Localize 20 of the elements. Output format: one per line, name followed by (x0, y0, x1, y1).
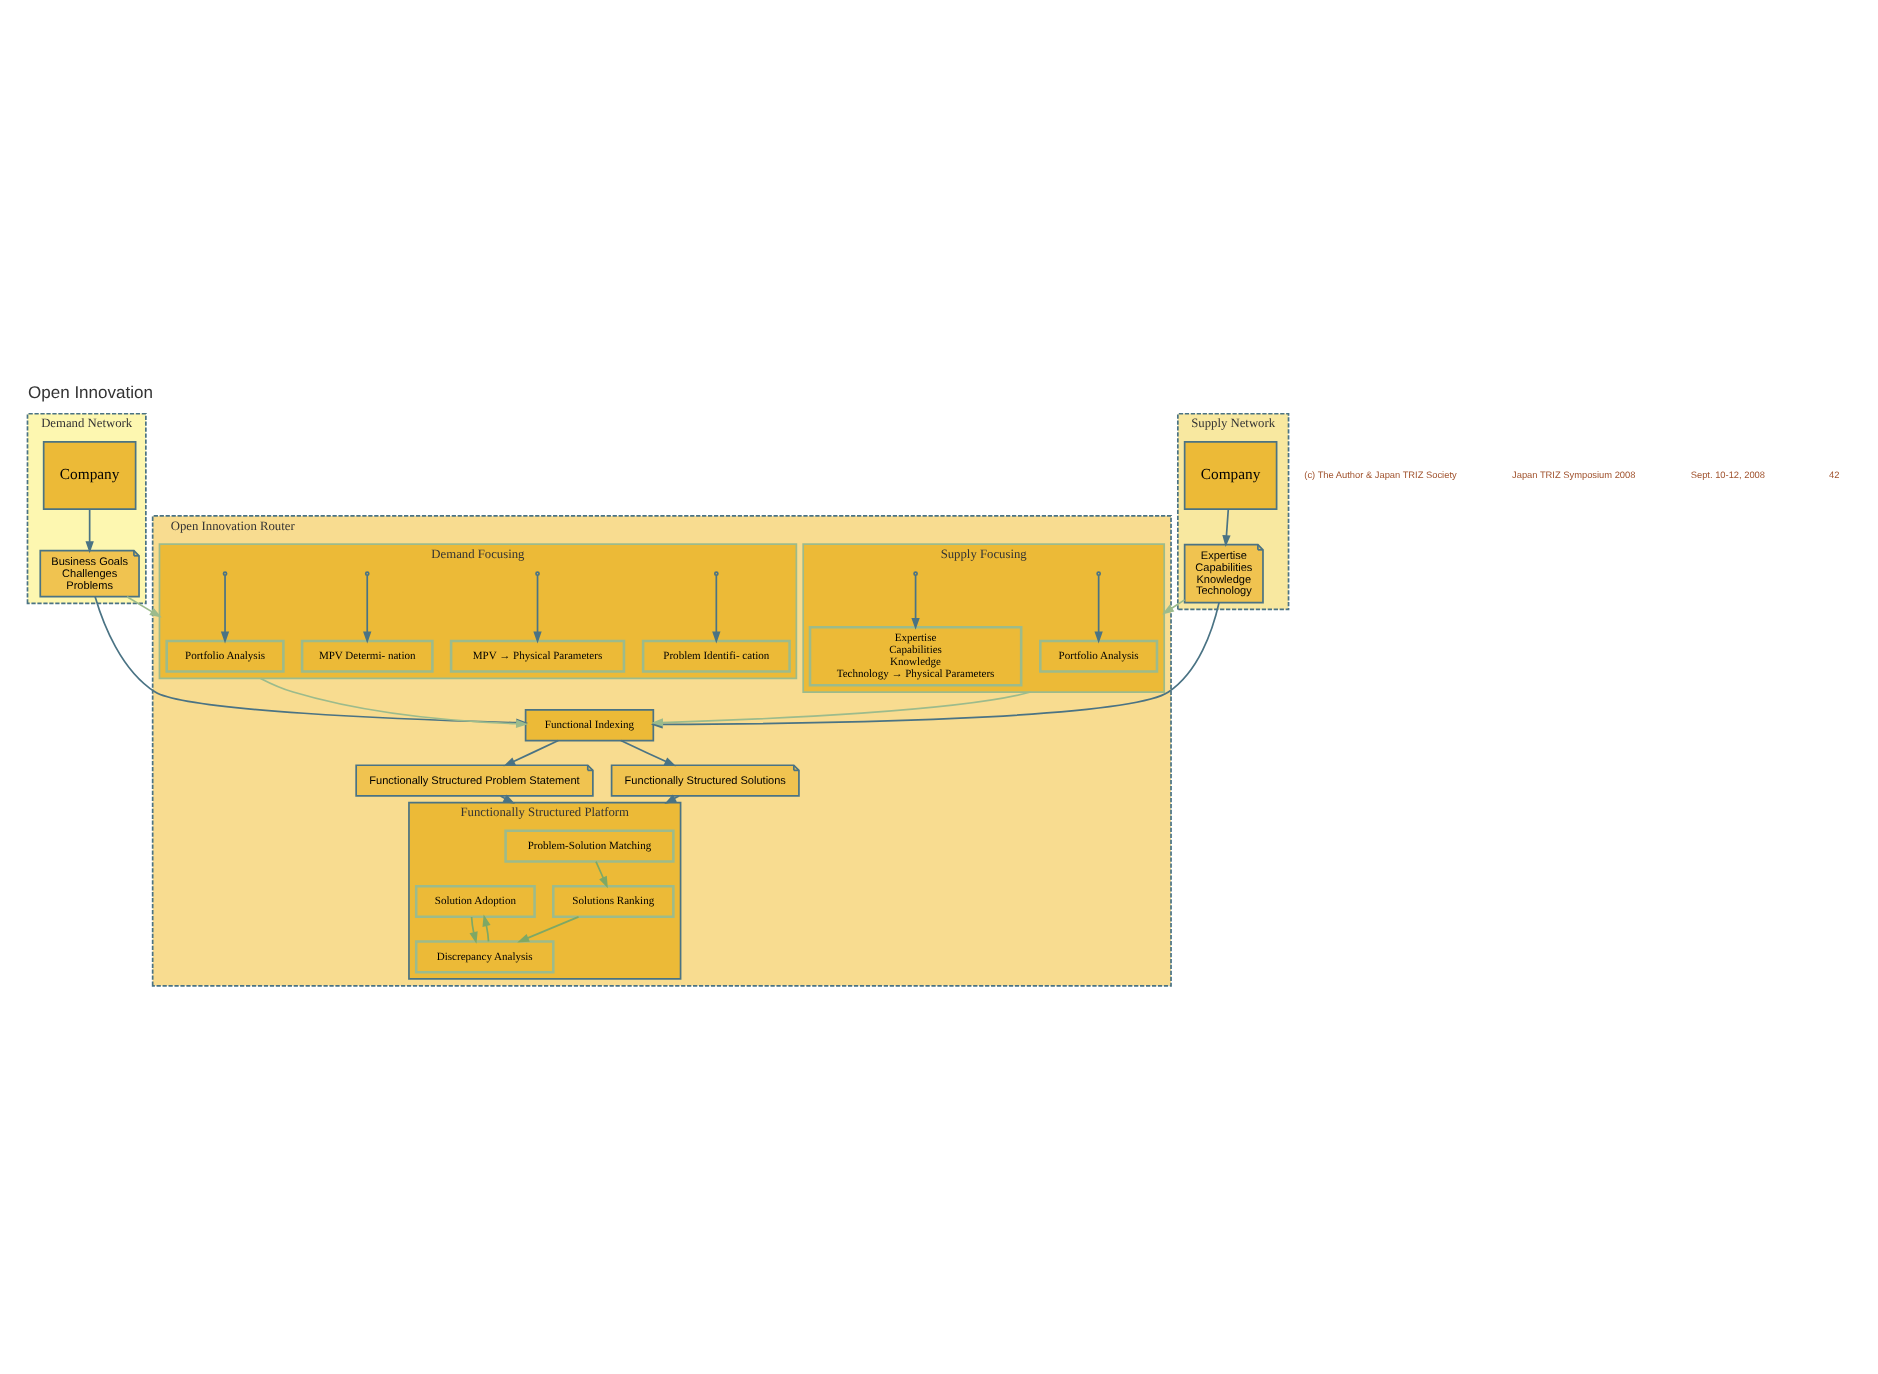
arrow (619, 739, 677, 767)
arrow (1094, 574, 1103, 644)
arrow (482, 914, 491, 943)
arrow (517, 916, 580, 943)
node-box: Company (1183, 441, 1278, 510)
arrow (220, 574, 230, 644)
arrow (1222, 508, 1231, 548)
arrow (126, 596, 162, 618)
arrow (712, 574, 721, 644)
arrow (533, 574, 542, 644)
arrow (911, 574, 920, 630)
node-box: Company (42, 441, 137, 510)
arrow (664, 794, 680, 804)
arrow (1162, 599, 1186, 615)
arrow (595, 860, 608, 889)
arrow (363, 574, 372, 644)
arrow (469, 916, 478, 944)
arrow (85, 508, 94, 554)
arrow (503, 739, 560, 767)
diagram-title: Open Innovation (28, 382, 153, 403)
